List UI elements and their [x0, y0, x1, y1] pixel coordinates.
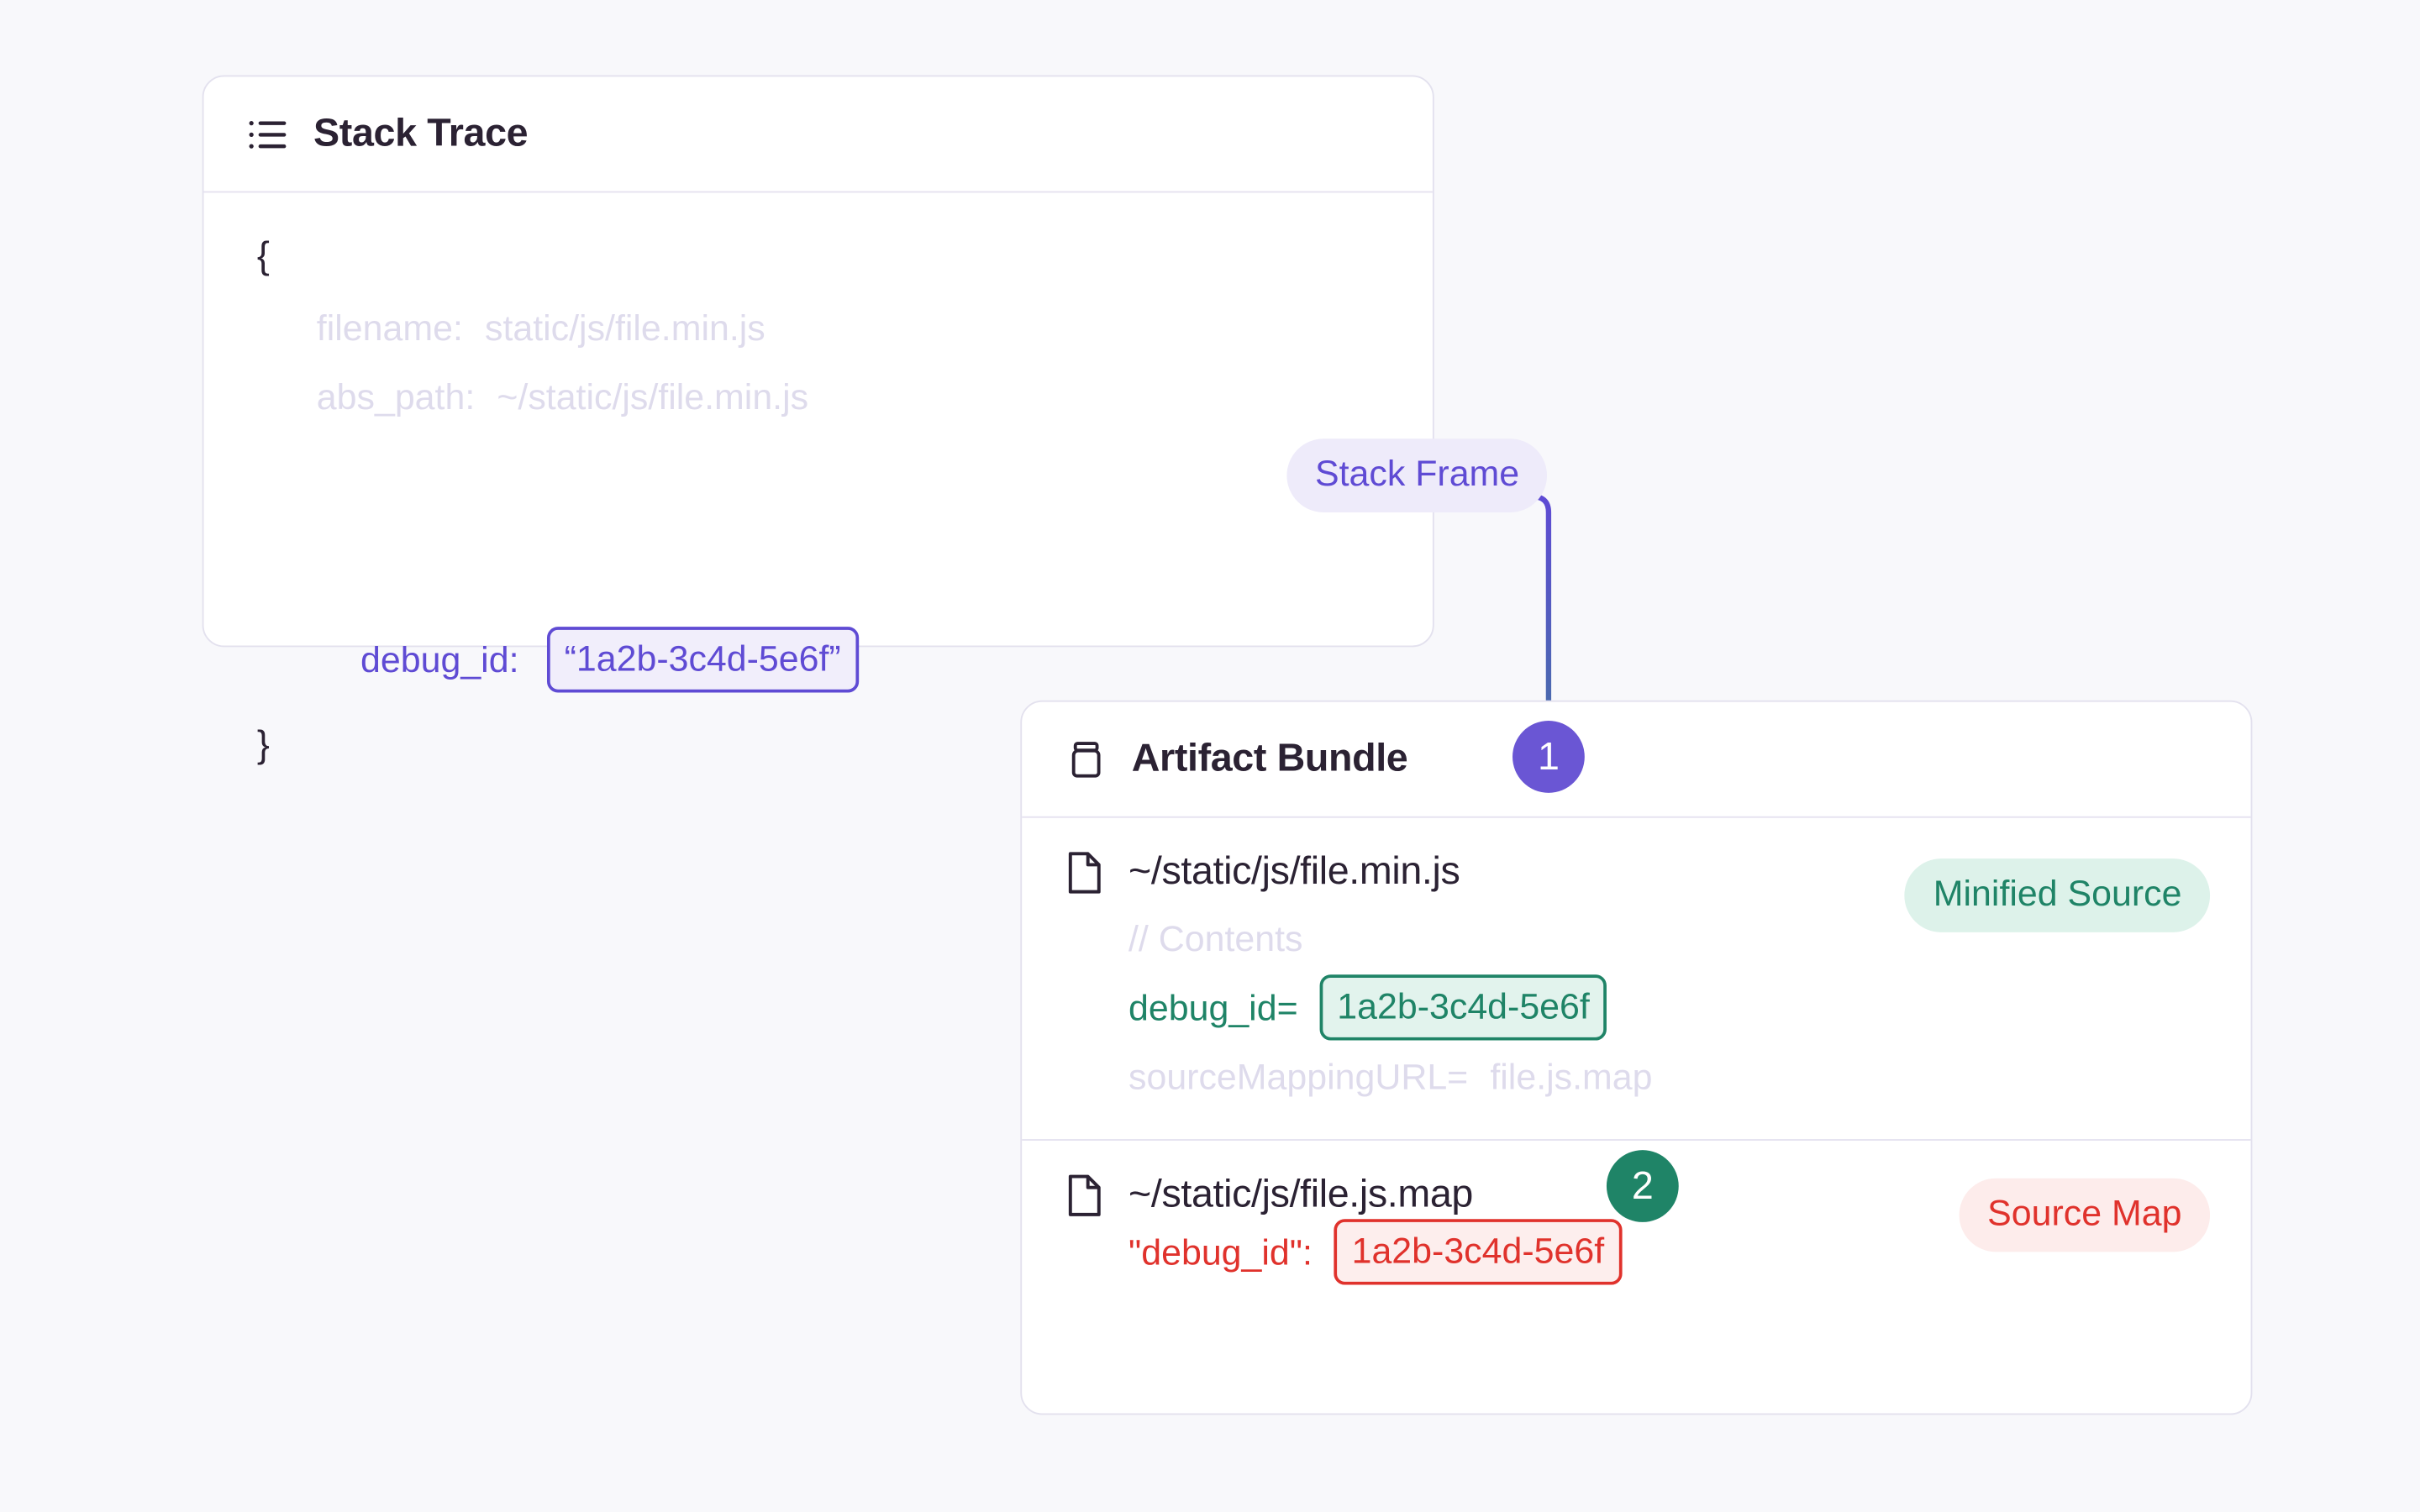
list-icon — [249, 120, 287, 148]
step-badge-2: 2 — [1606, 1150, 1679, 1222]
artifact-bundle-title: Artifact Bundle — [1131, 736, 1408, 780]
jar-icon — [1071, 741, 1101, 777]
minified-source-badge: Minified Source — [1905, 858, 2211, 932]
sourcemappingurl-value: file.js.map — [1490, 1056, 1653, 1097]
sourcemap-file-lines: "debug_id": 1a2b-3c4d-5e6f — [1065, 1217, 2210, 1286]
sourcemap-debug-id-value[interactable]: 1a2b-3c4d-5e6f — [1334, 1219, 1622, 1285]
stack-trace-header: Stack Trace — [203, 76, 1433, 193]
filename-value: static/js/file.min.js — [484, 307, 765, 349]
stack-trace-card: Stack Trace Stack Frame { filename: stat… — [202, 75, 1548, 766]
minified-debug-id-value[interactable]: 1a2b-3c4d-5e6f — [1319, 974, 1607, 1041]
close-brace: } — [256, 723, 270, 767]
minified-file-lines: // Contents debug_id= 1a2b-3c4d-5e6f sou… — [1065, 904, 2210, 1110]
contents-comment-text: // Contents — [1128, 918, 1303, 959]
file-icon — [1068, 1173, 1101, 1215]
sourcemap-file-head: ~/static/js/file.js.map — [1065, 1172, 2210, 1217]
stack-debug-id-value[interactable]: “1a2b-3c4d-5e6f” — [547, 627, 859, 693]
minified-file-path: ~/static/js/file.min.js — [1128, 848, 1460, 894]
filename-key: filename: — [316, 307, 463, 349]
minified-sourcemapping-line: sourceMappingURL= file.js.map — [1128, 1042, 2210, 1110]
stack-trace-body: Stack Frame { filename: static/js/file.m… — [203, 192, 1548, 766]
stack-field-debug-id: debug_id: “1a2b-3c4d-5e6f” — [248, 625, 859, 694]
file-icon — [1068, 851, 1101, 893]
stack-field-filename: filename: static/js/file.min.js — [203, 293, 1432, 362]
artifact-bundle-card: Artifact Bundle Minified Source ~/static… — [1020, 700, 2253, 1415]
source-map-badge: Source Map — [1959, 1178, 2211, 1252]
abs-path-key: abs_path: — [316, 375, 476, 417]
abs-path-value: ~/static/js/file.min.js — [497, 375, 809, 417]
step-badge-1: 1 — [1512, 721, 1585, 793]
stack-frame-badge: Stack Frame — [1286, 438, 1548, 512]
minified-debug-id-key: debug_id= — [1128, 987, 1298, 1028]
sourcemap-file-path: ~/static/js/file.js.map — [1128, 1172, 1473, 1216]
artifact-file-row-sourcemap: Source Map ~/static/js/file.js.map "debu… — [1022, 1139, 2251, 1315]
stack-field-abs-path: abs_path: ~/static/js/file.min.js — [203, 362, 1432, 431]
artifact-bundle-header: Artifact Bundle — [1022, 702, 2251, 818]
open-brace: { — [256, 234, 270, 278]
minified-debug-id-line: debug_id= 1a2b-3c4d-5e6f — [1128, 973, 2210, 1042]
sourcemap-debug-id-key: "debug_id": — [1128, 1231, 1313, 1273]
stack-trace-title: Stack Trace — [313, 111, 529, 155]
artifact-file-row-minified: Minified Source ~/static/js/file.min.js … — [1022, 818, 2250, 1139]
sourcemappingurl-key: sourceMappingURL= — [1128, 1056, 1469, 1097]
stack-debug-id-key: debug_id: — [360, 639, 519, 680]
sourcemap-debug-id-line: "debug_id": 1a2b-3c4d-5e6f — [1128, 1217, 2210, 1286]
